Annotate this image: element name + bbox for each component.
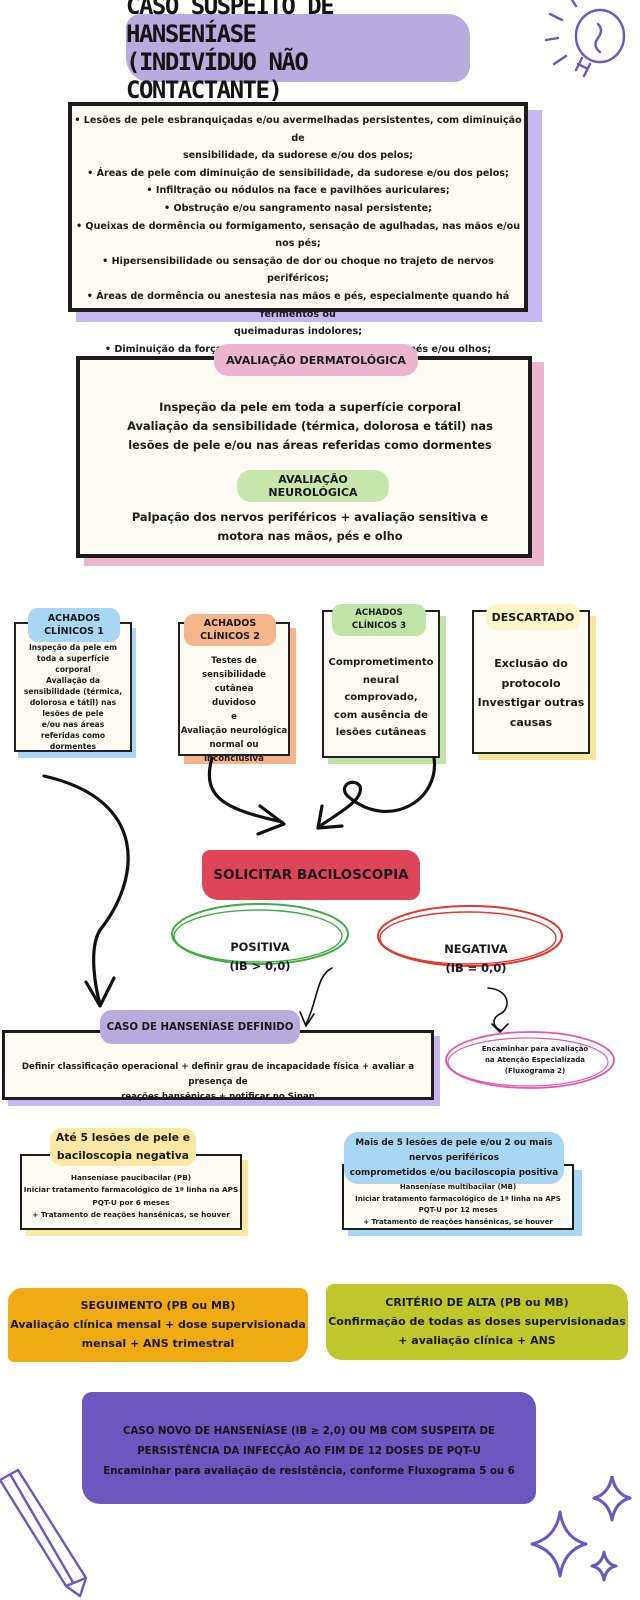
arrow-findings1-to-defined [42,774,130,1006]
symptom-line: queimaduras indolores; [233,326,363,338]
multibacillary-text: Hanseníase multibacilar (MB)Iniciar trat… [355,1183,561,1226]
findings-card-4 [472,610,590,754]
findings-2-line: Avaliação neurológica [180,726,288,736]
findings-2-line: normal ou [209,740,259,750]
findings-1-line: dolorosa e tátil) nas [29,698,117,707]
request-baciloscopy: SOLICITAR BACILOSCOPIA [202,850,420,900]
findings-3-line: comprovado, [344,692,418,704]
defined-case-label: CASO DE HANSENÍASE DEFINIDO [100,1010,300,1044]
symptom-line: • Infiltração ou nódulos na face e pavil… [146,185,450,197]
findings-3-text: Comprometimento neural comprovado, com ausê… [322,654,440,742]
title-line-2: (INDIVÍDUO NÃO CONTACTANTE) [126,48,309,104]
discarded-line: Exclusão do [494,657,568,670]
symptom-line: • Áreas de pele com diminuição de sensib… [87,167,509,179]
lightbulb-icon [544,0,626,78]
findings-1-line: dormentes [49,742,97,751]
referral-ring [445,1031,615,1089]
discharge-criteria-block: CRITÉRIO DE ALTA (PB ou MB)Confirmação d… [326,1284,628,1360]
paucibacillary-box [20,1154,242,1230]
findings-2-line: cutânea [214,684,254,694]
findings-card-1 [14,622,132,752]
discarded-line: protocolo [501,676,561,690]
title-line-1: CASO SUSPEITO DE HANSENÍASE [126,0,335,48]
findings-2-line: duvidoso [212,698,256,708]
symptom-line: • Hipersensibilidade ou sensação de dor … [102,255,494,285]
findings-1-line: Inspeção da pele em [28,643,118,652]
pencil-icon [0,1468,88,1598]
defined-case-text: Definir classificação operacional + defi… [21,1062,415,1102]
arrowhead-2 [256,804,286,836]
discarded-label: DESCARTADO [486,604,580,630]
findings-3-line: com ausência de [334,709,428,721]
arrowhead-1 [84,976,116,1008]
negative-result: NEGATIVA(IB = 0,0) [444,942,508,975]
arrow-positive-to-defined [305,967,333,1025]
arrow-negative-to-referral [487,987,508,1031]
findings-2-line: inconclusiva [204,754,264,764]
findings-1-line: corporal [55,665,91,674]
neurological-evaluation-label: AVALIAÇÃO NEUROLÓGICA [237,470,389,502]
findings-1-line: referidas como [40,731,106,740]
symptom-line: • Obstrução e/ou sangramento nasal persi… [164,202,432,214]
findings-1-line: sensibilidade (térmica, [23,687,123,696]
findings-1-line: lesões de pele [42,709,104,718]
dermatological-evaluation-label: AVALIAÇÃO DERMATOLÓGICA [214,344,418,376]
discarded-line: causas [509,715,553,729]
paucibacillary-text: Hanseníase paucibacilar (PB)Iniciar trat… [23,1173,239,1220]
symptom-line: • Queixas de dormência ou formigamento, … [75,220,521,250]
symptom-line: • Lesões de pele esbranquiçadas e/ou ave… [74,115,522,144]
findings-3-line: Comprometimento [328,657,434,668]
arrow-findings2-to-bacilo [207,756,284,824]
symptom-line: sensibilidade, da sudorese e/ou dos pelo… [182,150,414,162]
evaluation-box [76,356,532,558]
findings-2-line: Testes de sensibilidade [201,656,267,680]
sparkle-icon [530,1476,632,1582]
findings-1-line: toda a superfície [36,654,110,663]
symptom-line: • Áreas de dormência ou anestesia nas mã… [86,290,510,320]
findings-1-line: Avaliação da [45,676,101,685]
dermatological-evaluation-text: Inspeção da pele em toda a superfície co… [127,400,493,452]
findings-3-line: lesões cutâneas [335,727,427,739]
positive-result: POSITIVA(IB > 0,0) [229,940,291,973]
findings-2-line: e [231,712,237,722]
neurological-evaluation-text: Palpação dos nervos periféricos + avalia… [131,510,489,543]
findings-1-line: e/ou nas áreas [41,720,105,729]
arrowhead-3 [316,804,344,830]
positive-ring [171,903,349,965]
resistance-evaluation-block: CASO NOVO DE HANSENÍASE (IB ≥ 2,0) OU MB… [82,1392,536,1504]
discarded-line: Investigar outras [477,696,585,709]
findings-1-text: Inspeção da pele em toda a superfície corp… [16,642,130,752]
page-title: CASO SUSPEITO DE HANSENÍASE (INDIVÍDUO N… [126,0,470,104]
arrow-findings3-to-bacilo [318,756,437,828]
negative-ring [377,905,563,967]
findings-3-line: neural [362,674,400,686]
followup-block: SEGUIMENTO (PB ou MB)Avaliação clínica m… [8,1288,308,1362]
